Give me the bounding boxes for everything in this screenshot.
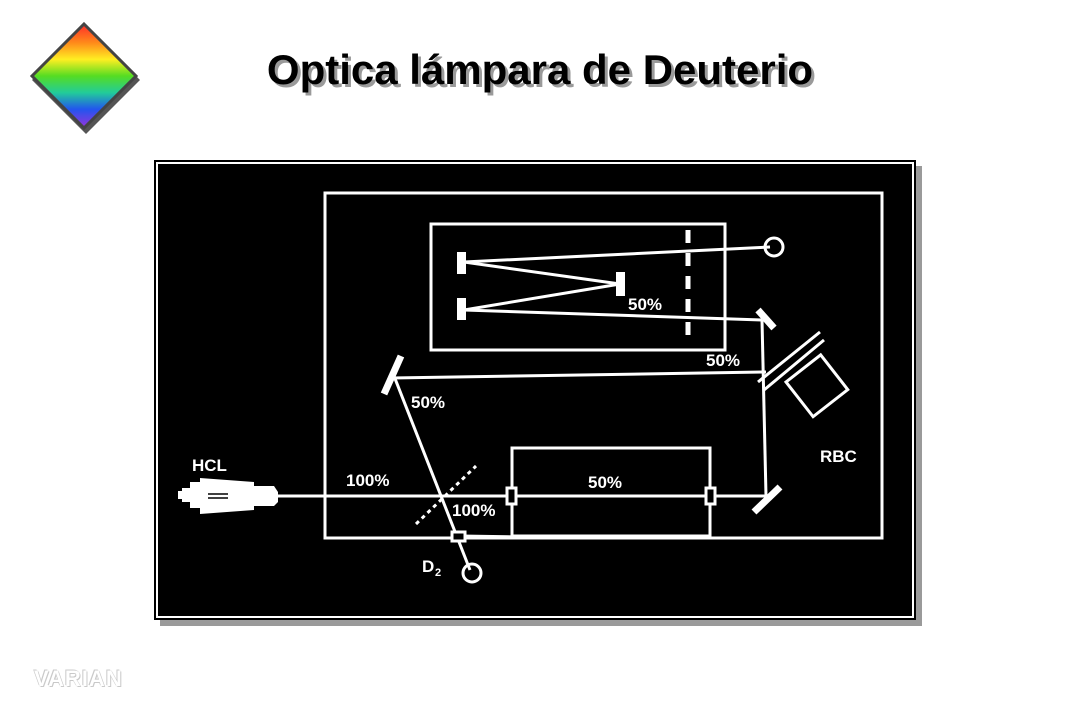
instrument-housing bbox=[323, 191, 884, 540]
label-pct-mirror-left: 50% bbox=[411, 393, 445, 412]
d2-holder bbox=[450, 530, 467, 543]
footer-watermark: VARIAN bbox=[34, 666, 123, 691]
d2-lamp-circle bbox=[461, 562, 483, 584]
mono-grating bbox=[616, 272, 625, 296]
diagram-panel bbox=[154, 160, 916, 620]
label-pct-beam-right: 50% bbox=[706, 351, 740, 370]
rbc-shaft-b bbox=[763, 338, 825, 392]
mirror-right-lower bbox=[751, 484, 783, 515]
label-hcl: HCL bbox=[192, 456, 227, 475]
mono-mirror-top bbox=[457, 252, 466, 274]
label-d2: D bbox=[422, 557, 434, 576]
label-pct-below-split: 100% bbox=[452, 501, 495, 520]
rbc-shaft-a bbox=[757, 330, 821, 384]
cell-window-right bbox=[704, 486, 717, 506]
mono-mirror-bottom bbox=[457, 298, 466, 320]
label-pct-hcl: 100% bbox=[346, 471, 389, 490]
monochromator-box bbox=[429, 222, 727, 352]
mirror-left bbox=[380, 354, 405, 396]
page-title: Optica lámpara de Deuterio bbox=[266, 46, 814, 93]
upper-beam bbox=[391, 370, 767, 380]
label-rbc: RBC bbox=[820, 447, 857, 466]
label-pct-mono-top: 50% bbox=[628, 295, 662, 314]
hcl-lamp-icon bbox=[178, 478, 278, 514]
beam-splitter bbox=[414, 464, 478, 526]
detector-circle bbox=[763, 236, 785, 258]
label-d2-subscript: 2 bbox=[435, 567, 441, 579]
cell-window-left bbox=[505, 486, 518, 506]
mirror-right-upper bbox=[755, 307, 777, 331]
label-pct-sample: 50% bbox=[588, 473, 622, 492]
optics-diagram: HCL RBC 50% 50% 50% 50% 100% 100% D 2 bbox=[178, 191, 884, 584]
spectrum-logo-icon bbox=[29, 22, 140, 134]
right-vertical-beam bbox=[760, 319, 768, 497]
sample-compartment bbox=[510, 446, 712, 538]
rbc-motor bbox=[783, 352, 850, 419]
